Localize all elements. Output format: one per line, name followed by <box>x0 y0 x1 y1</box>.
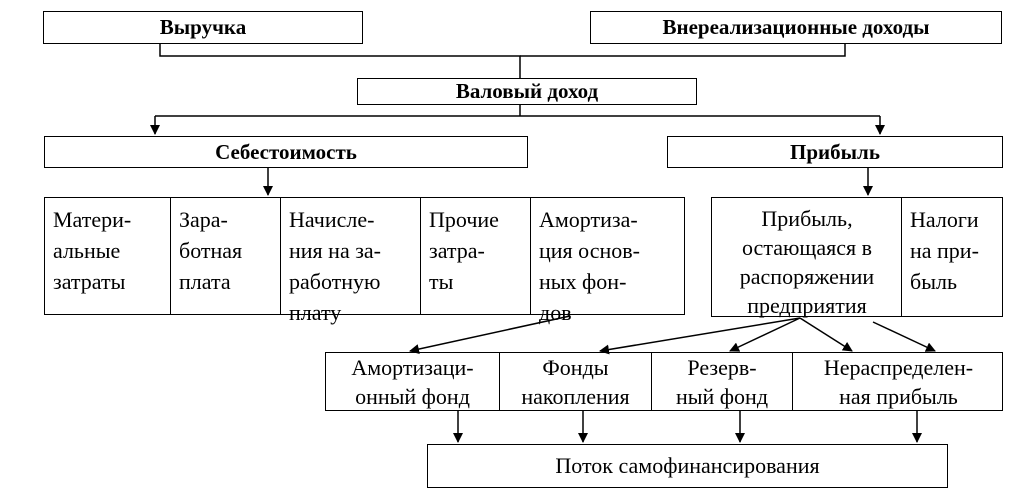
arrow-depr-to-amort-fund <box>409 315 571 354</box>
cost-item-depreciation: Амортиза- ция основ- ных фон- дов <box>539 207 640 325</box>
gross-income-box: Валовый доход <box>357 78 697 105</box>
arrow-profit-to-reserve <box>729 317 801 352</box>
cost-box: Себестоимость <box>44 136 528 168</box>
profit-items-row: Прибыль, остающаяся в распоряжении предп… <box>711 197 1003 318</box>
profit-item-retained-by-enterprise: Прибыль, остающаяся в распоряжении предп… <box>739 206 875 318</box>
cost-item-payroll-charges: Начисле- ния на за- работную плату <box>289 207 381 325</box>
fund-depreciation: Амортизаци- онный фонд <box>351 354 474 409</box>
profit-item-income-taxes: Налоги на при- быль <box>910 207 979 294</box>
profit-box: Прибыль <box>667 136 1003 168</box>
connector-revenue-gross <box>159 44 521 78</box>
funds-row: Амортизаци- онный фонд Фонды накопления … <box>325 352 1003 411</box>
self-financing-flow-box: Поток самофинансирования <box>427 444 948 488</box>
fund-reserve: Резерв- ный фонд <box>675 354 769 409</box>
non-operating-income-box: Внереализационные доходы <box>590 11 1002 44</box>
arrow-profit-to-accumulation <box>599 317 801 355</box>
fund-accumulation: Фонды накопления <box>521 354 630 409</box>
fund-retained-earnings: Нераспределен- ная прибыль <box>823 354 974 409</box>
cost-item-wages: Зара- ботная плата <box>179 207 243 294</box>
cost-item-materials: Матери- альные затраты <box>53 207 132 294</box>
revenue-box: Выручка <box>43 11 363 44</box>
arrow-taxes-to-retained <box>872 321 936 352</box>
cost-items-row: Матери- альные затраты Зара- ботная плат… <box>44 197 685 325</box>
cost-item-other: Прочие затра- ты <box>429 207 499 294</box>
arrow-profit-to-retained <box>799 317 853 352</box>
connector-nonop-gross <box>520 44 846 57</box>
